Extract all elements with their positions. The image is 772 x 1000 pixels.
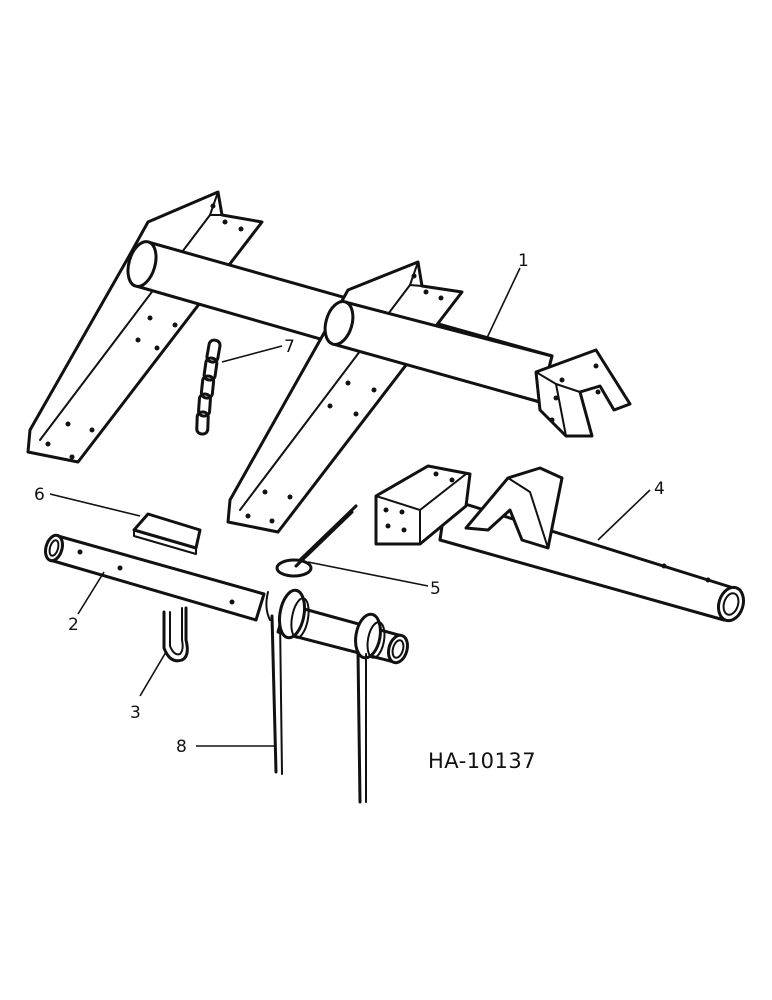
callout-5: 5	[430, 579, 441, 599]
part-6-clip-plate	[132, 512, 202, 555]
part-3-u-bolt	[162, 606, 189, 663]
callout-3: 3	[130, 703, 141, 723]
part-5-eye-bolt	[275, 504, 358, 578]
callout-8: 8	[176, 737, 187, 757]
part-1-end-bracket	[534, 348, 632, 438]
part-7-chain	[195, 338, 222, 436]
callout-7: 7	[284, 337, 295, 357]
callout-1: 1	[518, 251, 529, 271]
callout-2: 2	[68, 615, 79, 635]
part-4-tube-assembly	[374, 464, 746, 623]
part-2-tube	[44, 533, 266, 622]
callout-4: 4	[654, 479, 665, 499]
callout-6: 6	[34, 485, 45, 505]
leader-lines	[49, 267, 651, 747]
figure-id: HA-10137	[428, 749, 536, 773]
part-8-roller	[265, 588, 409, 804]
part-1-frame	[26, 190, 632, 534]
part-1-left-plate	[26, 190, 264, 464]
